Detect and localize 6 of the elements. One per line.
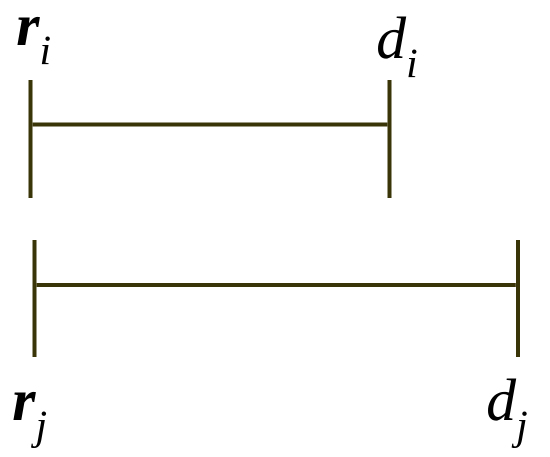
interval-line [32, 122, 388, 126]
variable-label: r$_{j}$ [13, 392, 46, 448]
variable-label: d$_{j}$ [488, 378, 527, 448]
variable-label: d$_{i}$ [378, 16, 416, 78]
variable-label: r$_{i}$ [17, 16, 50, 64]
interval-line [36, 282, 516, 287]
